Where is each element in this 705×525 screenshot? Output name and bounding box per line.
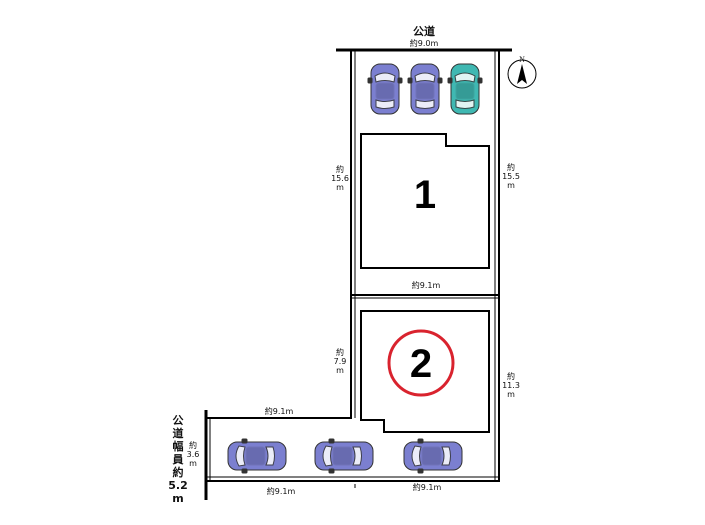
svg-text:3.6: 3.6 — [187, 450, 200, 459]
bottom-right-dim: 約9.1m — [413, 482, 442, 492]
compass-circle — [507, 59, 537, 89]
svg-text:約: 約 — [507, 162, 515, 172]
svg-text:m: m — [336, 366, 344, 375]
car-icon — [367, 63, 403, 115]
svg-text:15.6: 15.6 — [331, 174, 349, 183]
bottom-left-dim: 約9.1m — [267, 486, 296, 496]
compass: N — [507, 55, 537, 89]
left-road-label: 公 道 幅 員 約 5.2 m — [168, 414, 188, 505]
svg-text:約: 約 — [173, 465, 184, 479]
svg-text:m: m — [172, 492, 183, 505]
north-arrow-icon — [517, 64, 527, 84]
lot-1-number: 1 — [414, 173, 436, 217]
car-icon — [403, 438, 463, 474]
svg-text:道: 道 — [173, 426, 184, 440]
svg-text:員: 員 — [172, 453, 184, 466]
svg-text:15.5: 15.5 — [502, 172, 520, 181]
svg-text:11.3: 11.3 — [502, 381, 520, 390]
lot-2-highlight-ring — [387, 329, 455, 397]
svg-text:m: m — [507, 390, 515, 399]
access-left-dim: 約 3.6 m — [187, 440, 200, 468]
car-icon — [314, 438, 374, 474]
svg-text:m: m — [507, 181, 515, 190]
svg-text:約: 約 — [189, 440, 197, 450]
lot-2-left-dim: 約 7.9 m — [334, 347, 347, 375]
lot-1-building — [360, 133, 490, 269]
svg-text:幅: 幅 — [173, 439, 184, 453]
lot-2-right-dim: 約 11.3 m — [502, 371, 520, 399]
svg-text:約: 約 — [336, 347, 344, 357]
access-top-dim: 約9.1m — [265, 406, 294, 416]
svg-text:m: m — [336, 183, 344, 192]
mid-width-dim: 約9.1m — [412, 280, 441, 290]
car-icon — [407, 63, 443, 115]
top-road-label: 公道 — [413, 24, 435, 38]
compass-label: N — [519, 55, 525, 64]
svg-text:m: m — [189, 459, 197, 468]
lot-2-building — [360, 310, 490, 433]
svg-text:7.9: 7.9 — [334, 357, 347, 366]
svg-text:約: 約 — [507, 371, 515, 381]
lot-1-right-dim: 約 15.5 m — [502, 162, 520, 190]
car-icon — [447, 63, 483, 115]
lot-2-number: 2 — [410, 342, 432, 386]
svg-text:5.2: 5.2 — [168, 479, 188, 492]
lot-1-left-dim: 約 15.6 m — [331, 164, 349, 192]
car-icon — [227, 438, 287, 474]
svg-text:約: 約 — [336, 164, 344, 174]
svg-text:公: 公 — [173, 414, 184, 427]
top-width-dim: 約9.0m — [410, 38, 439, 48]
